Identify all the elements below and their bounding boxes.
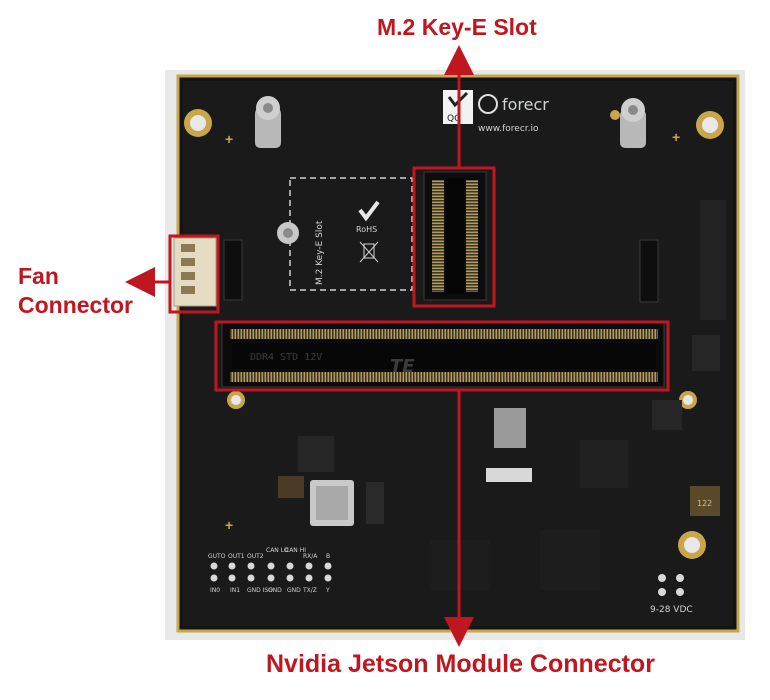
fan-label-line2: Connector [18, 292, 133, 318]
pin-label-bottom: Y [325, 587, 330, 594]
svg-text:+: + [225, 131, 233, 147]
standoff-left [255, 96, 281, 148]
rohs-mark: RoHS [356, 225, 377, 234]
pin-label-bottom: GND [268, 587, 282, 594]
jetson-connector-label: Nvidia Jetson Module Connector [266, 650, 655, 678]
svg-text:+: + [672, 129, 680, 145]
pin-label-bottom: IN0 [210, 587, 220, 594]
standoff-right [620, 98, 646, 148]
fan-label-line1: Fan [18, 263, 59, 289]
pin-label-bottom: GND [287, 587, 301, 594]
pin-label-top: GUTO [208, 553, 226, 560]
fan-connector-highlight-box [168, 234, 220, 314]
pin-label-top: OUT2 [247, 553, 264, 560]
rohs-check-icon [358, 200, 380, 222]
brand-url: www.forecr.io [478, 124, 539, 134]
fan-connector [173, 237, 217, 307]
svg-text:+: + [225, 517, 233, 533]
jetson-sodimm-connector: DDR4 STD 12V TE [221, 322, 665, 388]
m2-slot-label: M.2 Key-E Slot [377, 14, 537, 40]
forecr-logo-icon [478, 94, 498, 114]
m2-slot-highlight-box [412, 166, 496, 308]
socket-text: DDR4 STD 12V [250, 352, 322, 363]
pin-label-top: OUT1 [228, 553, 245, 560]
weee-bin-icon [359, 241, 379, 263]
brand-name: forecr [502, 95, 549, 114]
pin-label-bottom: GND ISO [247, 587, 273, 594]
qc-mark: QC [447, 114, 460, 124]
fan-connector-label: Fan Connector [18, 262, 133, 320]
pin-label-top: RX/A [303, 553, 318, 560]
chip-code: 122 [697, 499, 712, 508]
slot-silkscreen: M.2 Key-E Slot [315, 220, 325, 285]
terminal-pin-labels: GUTO OUT1 OUT2 CAN LO CAN HI RX/A B IN0 … [208, 547, 330, 594]
pin-label-top: CAN HI [285, 547, 306, 554]
m2-key-e-socket [423, 171, 487, 301]
pin-label-top: B [326, 553, 330, 560]
voltage-label: 9-28 VDC [650, 605, 693, 615]
socket-brand: TE [390, 356, 415, 377]
pin-label-bottom: IN1 [230, 587, 240, 594]
pin-label-top: CAN LO [266, 547, 289, 554]
pin-label-bottom: TX/Z [302, 587, 317, 594]
pcb-board: QC forecr www.forecr.io M.2 Key-E Slot R… [173, 74, 740, 633]
terminal-pins [210, 562, 684, 596]
jetson-connector-highlight-box [214, 320, 670, 392]
